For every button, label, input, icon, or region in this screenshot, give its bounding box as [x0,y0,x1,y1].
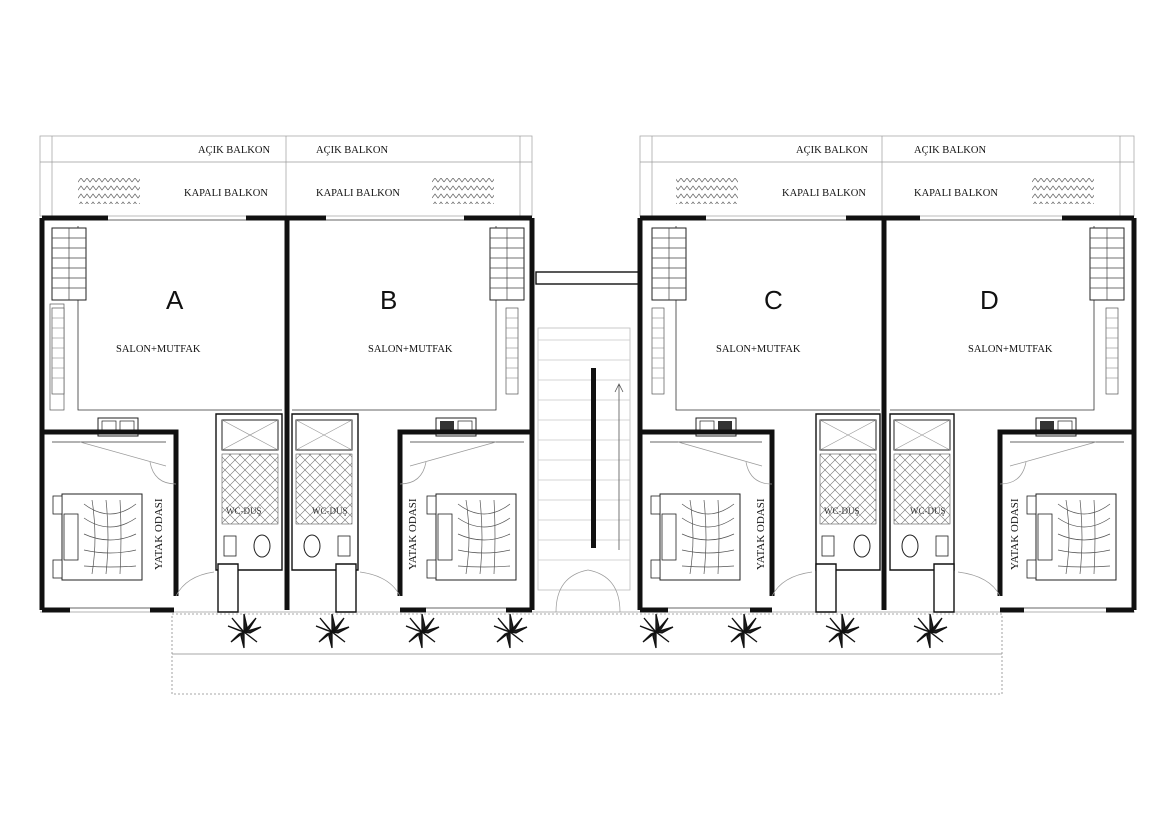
unit-letter: D [980,285,999,315]
closed-balcony-label: KAPALI BALKON [914,188,998,199]
bed-icon [426,493,517,581]
closed-balcony-screen [676,178,738,204]
living-room-label: SALON+MUTFAK [116,344,201,355]
closed-balcony-label: KAPALI BALKON [316,188,400,199]
stair-treads [538,339,630,561]
door-swing-icon [745,461,773,485]
toilet-icon [901,534,919,558]
bedroom-label: YATAK ODASI [1009,498,1021,570]
block-left [39,135,535,613]
bed-icon [52,493,143,581]
closed-balcony-label: KAPALI BALKON [782,188,866,199]
toilet-icon [303,534,321,558]
plant-icon [727,613,762,649]
closed-balcony-screen [78,178,140,204]
door-swing-icon [999,461,1027,485]
unit-letter: C [764,285,783,315]
closed-balcony-label: KAPALI BALKON [184,188,268,199]
kitchen-cabinets [1105,307,1119,395]
kitchen-cabinets [651,307,665,395]
toilet-icon [853,534,871,558]
plant-icon [405,613,440,649]
stair-handrail [591,368,596,548]
open-balcony-label: AÇIK BALKON [914,145,986,156]
open-balcony-label: AÇIK BALKON [796,145,868,156]
stair-icon [489,227,525,301]
stair-arrow-icon [614,383,624,550]
living-room-label: SALON+MUTFAK [716,344,801,355]
stair-lintel [535,271,641,285]
toilet-icon [253,534,271,558]
site-outline [40,611,1135,695]
door-swing-icon [399,461,427,485]
bathroom-floor [221,453,279,525]
bedroom-label: YATAK ODASI [755,498,767,570]
bathroom-floor [819,453,877,525]
kitchen-cabinets [505,307,519,395]
stair-icon [51,227,87,301]
closed-balcony-screen [432,178,494,204]
plant-icon [227,613,262,649]
bathroom-label: WC-DUŞ [824,506,860,516]
stair-icon [651,227,687,301]
bed-icon [1026,493,1117,581]
plant-icon [825,613,860,649]
bed-icon [650,493,741,581]
bathroom-label: WC-DUŞ [226,506,262,516]
unit-letter: A [166,285,184,315]
kitchen-cabinets [51,307,65,395]
bathroom-label: WC-DUŞ [312,506,348,516]
living-room-label: SALON+MUTFAK [968,344,1053,355]
open-balcony-label: AÇIK BALKON [316,145,388,156]
plant-icon [315,613,350,649]
stair-core [535,271,641,613]
unit-letter: B [380,285,397,315]
plant-icon [639,613,674,649]
open-balcony-label: AÇIK BALKON [198,145,270,156]
plant-icon [493,613,528,649]
bathroom-floor [893,453,951,525]
bathroom-label: WC-DUŞ [910,506,946,516]
bedroom-label: YATAK ODASI [407,498,419,570]
living-room-label: SALON+MUTFAK [368,344,453,355]
stair-icon [1089,227,1125,301]
door-swing-icon [149,461,177,485]
bathroom-floor [295,453,353,525]
bedroom-label: YATAK ODASI [153,498,165,570]
closed-balcony-screen [1032,178,1094,204]
block-right [637,135,1137,613]
plant-icon [913,613,948,649]
